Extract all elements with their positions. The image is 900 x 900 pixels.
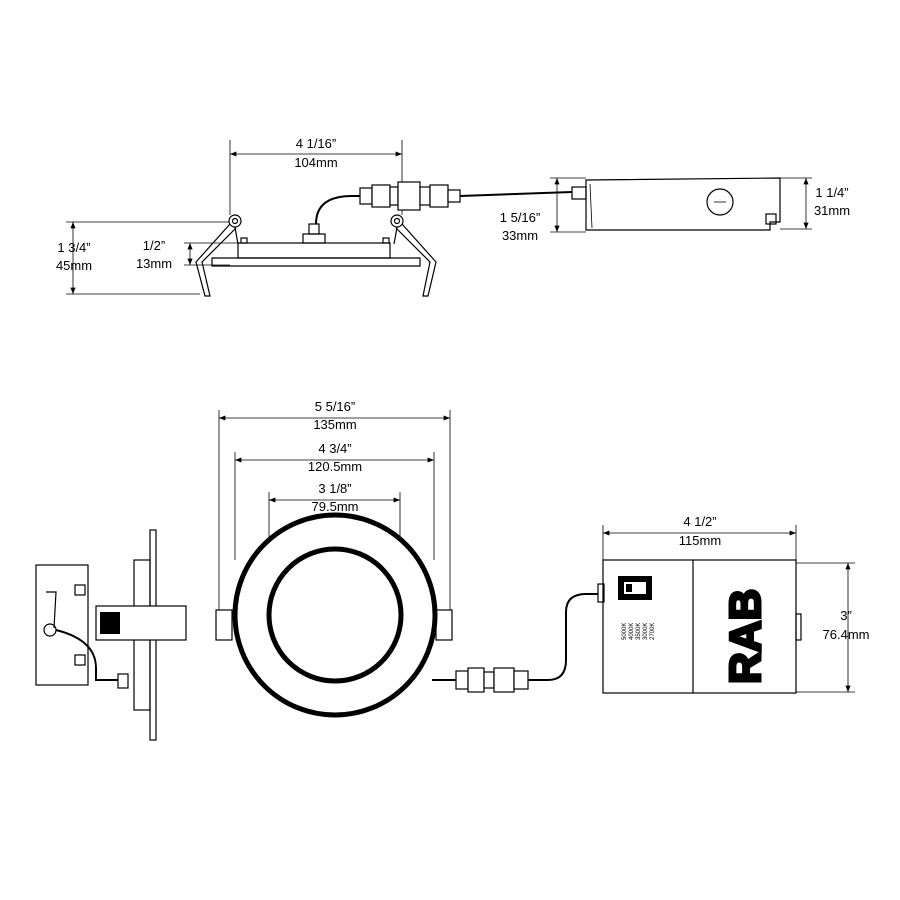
dim-trim-height-metric: 13mm [136, 256, 172, 271]
dim-driver-inner-imperial: 1 5/16” [500, 210, 540, 225]
dim-driver-length-imperial: 4 1/2” [683, 514, 716, 529]
dim-overall-height-imperial: 1 3/4” [57, 240, 90, 255]
side-view [66, 140, 812, 297]
dim-driver-outer-imperial: 1 1/4” [815, 185, 848, 200]
front-view [215, 410, 598, 718]
dim-trim-height-imperial: 1/2” [143, 238, 165, 253]
dim-top-width-metric: 104mm [294, 155, 337, 170]
side-profile-view [35, 529, 187, 741]
dim-driver-length-metric: 115mm [679, 533, 721, 548]
dim-trim-diameter-metric: 135mm [313, 417, 356, 432]
cct-label: 2700K [650, 623, 656, 640]
dim-overall-height-metric: 45mm [56, 258, 92, 273]
dim-aperture-metric: 79.5mm [312, 499, 359, 514]
cct-label: 3000K [643, 623, 649, 640]
dim-spring-span-imperial: 4 3/4” [318, 441, 351, 456]
dim-driver-inner-metric: 33mm [502, 228, 538, 243]
driver-top-view: 5000K 4000K 3500K 3000K 2700K RAB [597, 525, 855, 694]
cct-label: 3500K [636, 623, 642, 640]
cct-label: 4000K [629, 623, 635, 640]
dim-spring-span-metric: 120.5mm [308, 459, 362, 474]
dim-driver-width-metric: 76.4mm [823, 627, 870, 642]
dim-driver-width-imperial: 3” [840, 608, 852, 623]
dimension-labels: 4 1/16” 104mm 1 3/4” 45mm 1/2” 13mm 1 5/… [56, 136, 870, 642]
dim-driver-outer-metric: 31mm [814, 203, 850, 218]
brand-logo: RAB [721, 589, 770, 684]
dim-trim-diameter-imperial: 5 5/16” [315, 399, 355, 414]
cct-label: 5000K [622, 623, 628, 640]
dim-aperture-imperial: 3 1/8” [318, 481, 351, 496]
dim-top-width-imperial: 4 1/16” [296, 136, 336, 151]
